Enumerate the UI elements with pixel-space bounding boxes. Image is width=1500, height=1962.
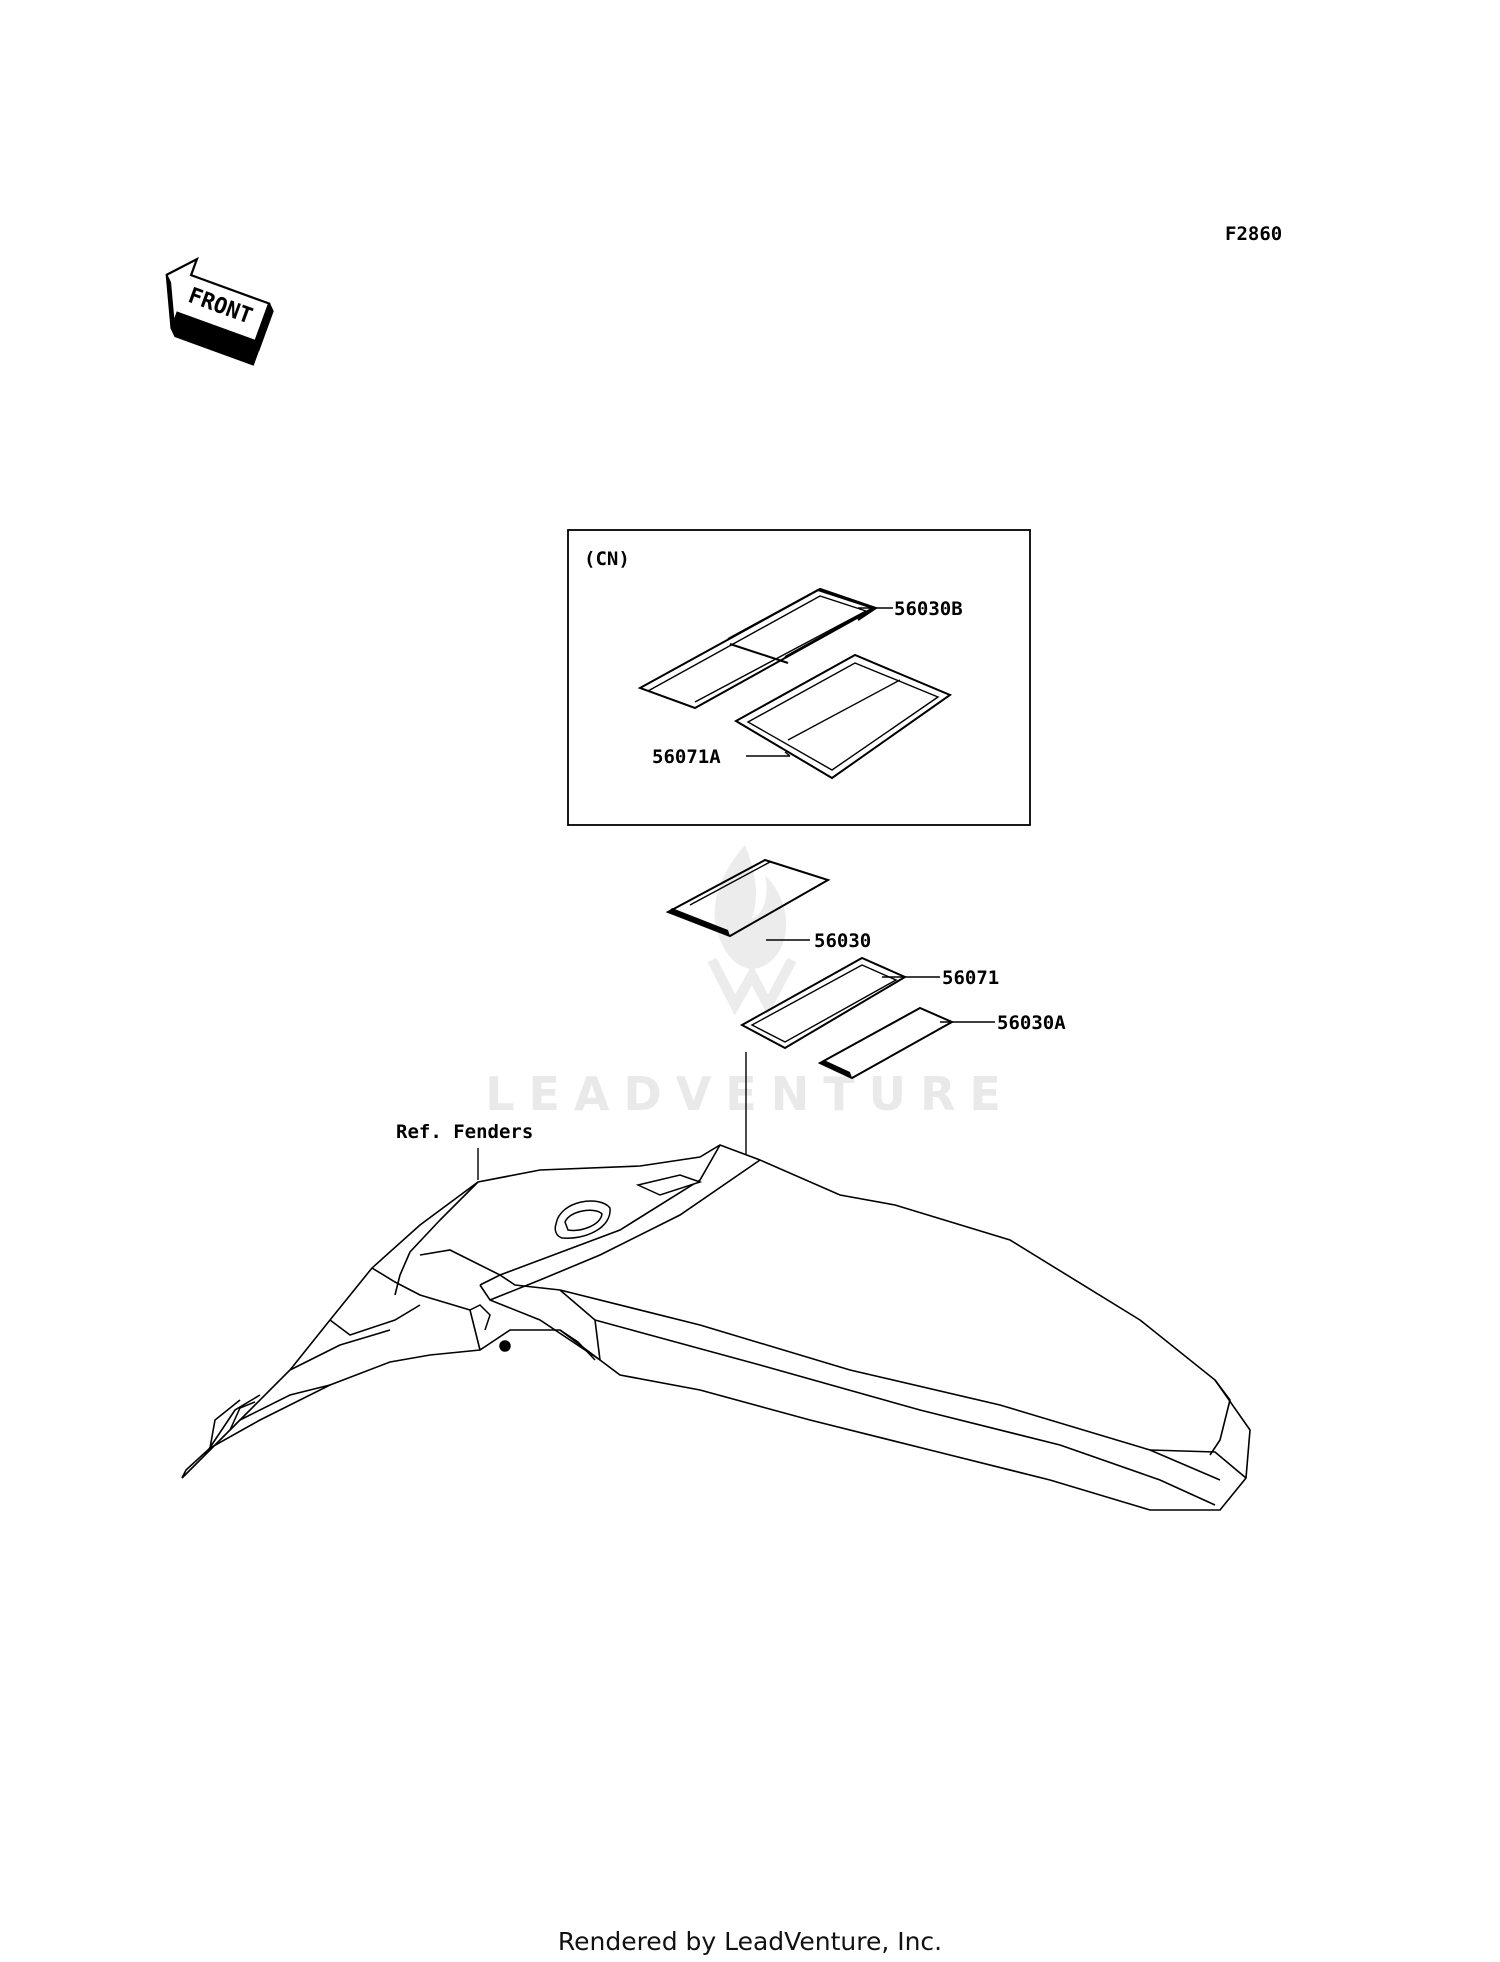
reference-label: Ref. Fenders xyxy=(396,1121,533,1143)
diagram-code: F2860 xyxy=(1225,223,1282,245)
watermark-flame-logo xyxy=(707,845,797,1016)
fender-details xyxy=(229,1174,703,1431)
part-number-56030B: 56030B xyxy=(894,598,963,620)
inset-label: (CN) xyxy=(584,548,630,570)
part-number-56071A: 56071A xyxy=(652,746,721,768)
watermark-text: LEADVENTURE xyxy=(485,1067,1015,1121)
label-decal-56030B xyxy=(637,587,879,710)
leader-56071A-angled xyxy=(784,751,791,757)
rear-fender-outline xyxy=(181,1144,1251,1511)
footer-credit: Rendered by LeadVenture, Inc. xyxy=(558,1927,942,1956)
part-number-56030A: 56030A xyxy=(997,1012,1066,1034)
inset-box-cn xyxy=(567,529,1031,826)
front-arrow-icon: FRONT xyxy=(165,256,274,366)
label-decal-56030 xyxy=(665,858,831,938)
label-decal-56071A xyxy=(733,653,953,780)
part-number-56030: 56030 xyxy=(814,930,871,952)
part-number-56071: 56071 xyxy=(942,967,999,989)
